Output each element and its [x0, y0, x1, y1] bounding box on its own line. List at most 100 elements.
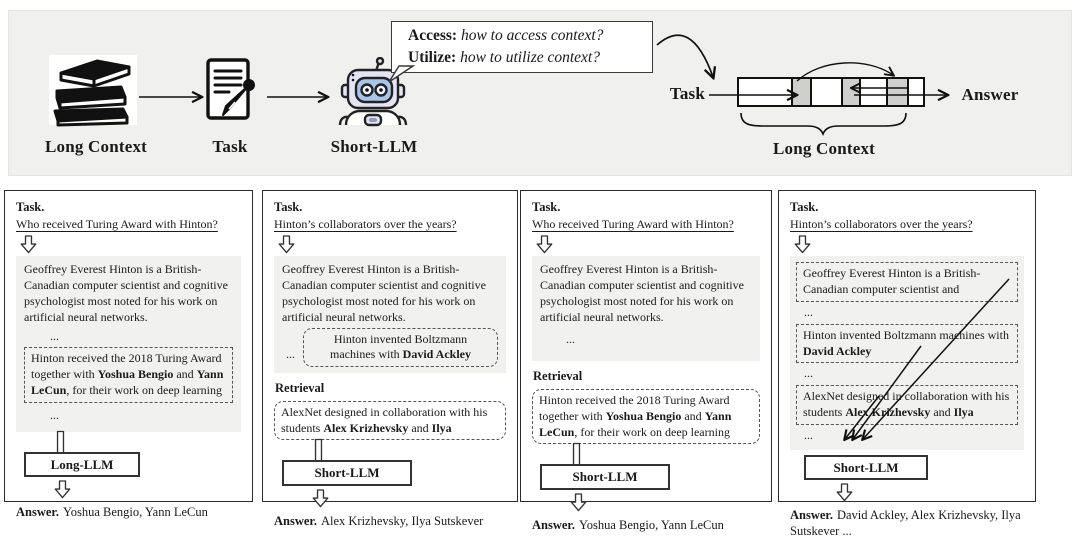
answer-line: Answer.David Ackley, Alex Krizhevsky, Il…	[790, 507, 1024, 540]
utilize-label: Utilize:	[408, 48, 457, 66]
answer-label: Answer.	[790, 507, 833, 522]
answer-text: Yoshua Bengio, Yann LeCun	[62, 504, 208, 519]
ellipsis: ...	[286, 347, 295, 362]
snippet-text: AlexNet designed in collaboration with h…	[281, 404, 488, 435]
entity-name: David Ackley	[402, 347, 471, 362]
question-speech-bubble: Access: how to access context? Utilize: …	[391, 21, 653, 74]
task-banner-label: Task	[212, 137, 248, 156]
answer-line: Answer.Alex Krizhevsky, Ilya Sutskever	[274, 513, 506, 530]
entity-name: Yann LeCun	[31, 367, 224, 398]
answer-text: Yoshua Bengio, Yann LeCun	[578, 517, 724, 532]
long-context-bar	[737, 77, 925, 107]
context-paragraph: Geoffrey Everest Hinton is a British-Can…	[24, 262, 228, 324]
task-note-pencil-icon	[206, 58, 255, 120]
retrieval-label: Retrieval	[533, 369, 583, 384]
down-block-arrow-icon	[54, 480, 71, 499]
evidence-bio-box: Geoffrey Everest Hinton is a British-Can…	[796, 262, 1018, 302]
access-question: how to access context?	[460, 27, 604, 44]
flow-answer-label: Answer	[961, 85, 1019, 104]
entity-name: Yoshua Bengio	[97, 367, 174, 382]
ellipsis: ...	[804, 304, 813, 319]
snippet-text: and	[930, 405, 954, 420]
context-segment	[907, 79, 923, 105]
evidence-turing-box: Hinton received the 2018 Turing Award to…	[24, 347, 233, 403]
down-block-arrow-icon	[20, 235, 37, 254]
entity-name: Alex Krizhevsky	[323, 420, 409, 435]
task-question: Who received Turing Award with Hinton?	[16, 216, 218, 231]
context-box: Geoffrey Everest Hinton is a British-Can…	[16, 256, 241, 432]
answer-line: Answer.Yoshua Bengio, Yann LeCun	[16, 504, 241, 521]
context-segment	[809, 79, 841, 105]
ellipsis: ...	[50, 328, 59, 343]
utilize-question: how to utilize context?	[460, 48, 600, 66]
evidence-boltzmann-box: Hinton invented Boltzmann machines with …	[796, 323, 1018, 364]
evidence-boltzmann-box: Hinton invented Boltzmann machines with …	[303, 327, 498, 368]
down-block-arrow-icon	[278, 235, 295, 254]
down-block-arrow-icon	[536, 235, 553, 254]
ellipsis: ...	[566, 331, 575, 346]
answer-label: Answer.	[16, 504, 59, 519]
panel-retrieval-turing: Task. Who received Turing Award with Hin…	[520, 190, 772, 532]
snippet-text: , for their work on deep learning	[66, 383, 222, 398]
context-box: Geoffrey Everest Hinton is a British-Can…	[274, 256, 506, 374]
down-block-arrow-icon	[836, 483, 853, 502]
retrieved-turing-box: Hinton received the 2018 Turing Award to…	[532, 388, 760, 445]
snippet-text: and	[173, 367, 197, 382]
task-heading: Task.	[532, 200, 561, 214]
ellipsis: ...	[804, 427, 813, 442]
panel-long-llm: Task. Who received Turing Award with Hin…	[4, 190, 253, 519]
task-heading: Task.	[16, 200, 45, 214]
entity-name: Ilya	[431, 420, 452, 435]
task-heading: Task.	[790, 200, 819, 214]
entity-name: Yann LeCun	[539, 408, 732, 439]
context-row: ... Hinton invented Boltzmann machines w…	[282, 327, 498, 368]
context-segment-highlight	[841, 79, 859, 105]
context-segment-highlight	[886, 79, 908, 105]
overview-banner: Long Context Task	[8, 10, 1072, 176]
ellipsis: ...	[50, 407, 59, 422]
snippet-text: and	[681, 408, 705, 423]
task-question: Hinton’s collaborators over the years?	[274, 216, 457, 231]
retrieval-label: Retrieval	[275, 381, 325, 396]
context-paragraph: Geoffrey Everest Hinton is a British-Can…	[282, 262, 486, 324]
retrieved-alexnet-box: AlexNet designed in collaboration with h…	[274, 400, 506, 441]
entity-name: Alex Krizhevsky	[845, 405, 931, 420]
brace-long-context-label: Long Context	[772, 139, 876, 158]
answer-label: Answer.	[532, 517, 575, 532]
task-question: Hinton’s collaborators over the years?	[790, 216, 973, 231]
snippet-text: , for their work on deep learning	[574, 424, 730, 439]
snippet-text: Hinton received the 2018 Turing Award to…	[539, 392, 730, 423]
ellipsis: ...	[804, 366, 813, 381]
context-box: Geoffrey Everest Hinton is a British-Can…	[532, 256, 760, 362]
down-block-arrow-icon	[794, 235, 811, 254]
down-block-arrow-icon	[570, 492, 587, 511]
context-paragraph: Geoffrey Everest Hinton is a British-Can…	[540, 262, 744, 324]
context-box: Geoffrey Everest Hinton is a British-Can…	[790, 256, 1024, 450]
books-icon	[49, 55, 137, 127]
snippet-text: Hinton received the 2018 Turing Award to…	[31, 351, 222, 382]
snippet-text: Hinton invented Boltzmann machines with	[803, 327, 1009, 342]
short-llm-box: Short-LLM	[282, 460, 412, 486]
panel-retrieval-collaborators: Task. Hinton’s collaborators over the ye…	[262, 190, 518, 528]
down-block-arrow-icon	[312, 488, 329, 507]
context-segment-highlight	[790, 79, 810, 105]
entity-name: Ilya	[953, 405, 974, 420]
entity-name: David Ackley	[803, 343, 872, 358]
context-segment	[858, 79, 887, 105]
task-question: Who received Turing Award with Hinton?	[532, 216, 734, 231]
access-label: Access:	[408, 27, 458, 44]
snippet-text: Hinton invented Boltzmann machines with	[330, 331, 468, 362]
short-llm-banner-label: Short-LLM	[330, 137, 418, 156]
long-context-banner-label: Long Context	[44, 137, 148, 156]
bubble-utilize-line: Utilize: how to utilize context?	[408, 47, 644, 69]
answer-line: Answer.Yoshua Bengio, Yann LeCun	[532, 517, 760, 534]
entity-name: Yoshua Bengio	[605, 408, 682, 423]
flow-task-label: Task	[669, 84, 705, 103]
snippet-text: Geoffrey Everest Hinton is a British-Can…	[803, 266, 981, 297]
task-heading: Task.	[274, 200, 303, 214]
panel-multi-evidence: Task. Hinton’s collaborators over the ye…	[778, 190, 1036, 538]
evidence-alexnet-box: AlexNet designed in collaboration with h…	[796, 385, 1018, 425]
long-llm-box: Long-LLM	[24, 451, 140, 477]
bubble-access-line: Access: how to access context?	[408, 25, 644, 47]
robot-icon	[338, 57, 408, 127]
